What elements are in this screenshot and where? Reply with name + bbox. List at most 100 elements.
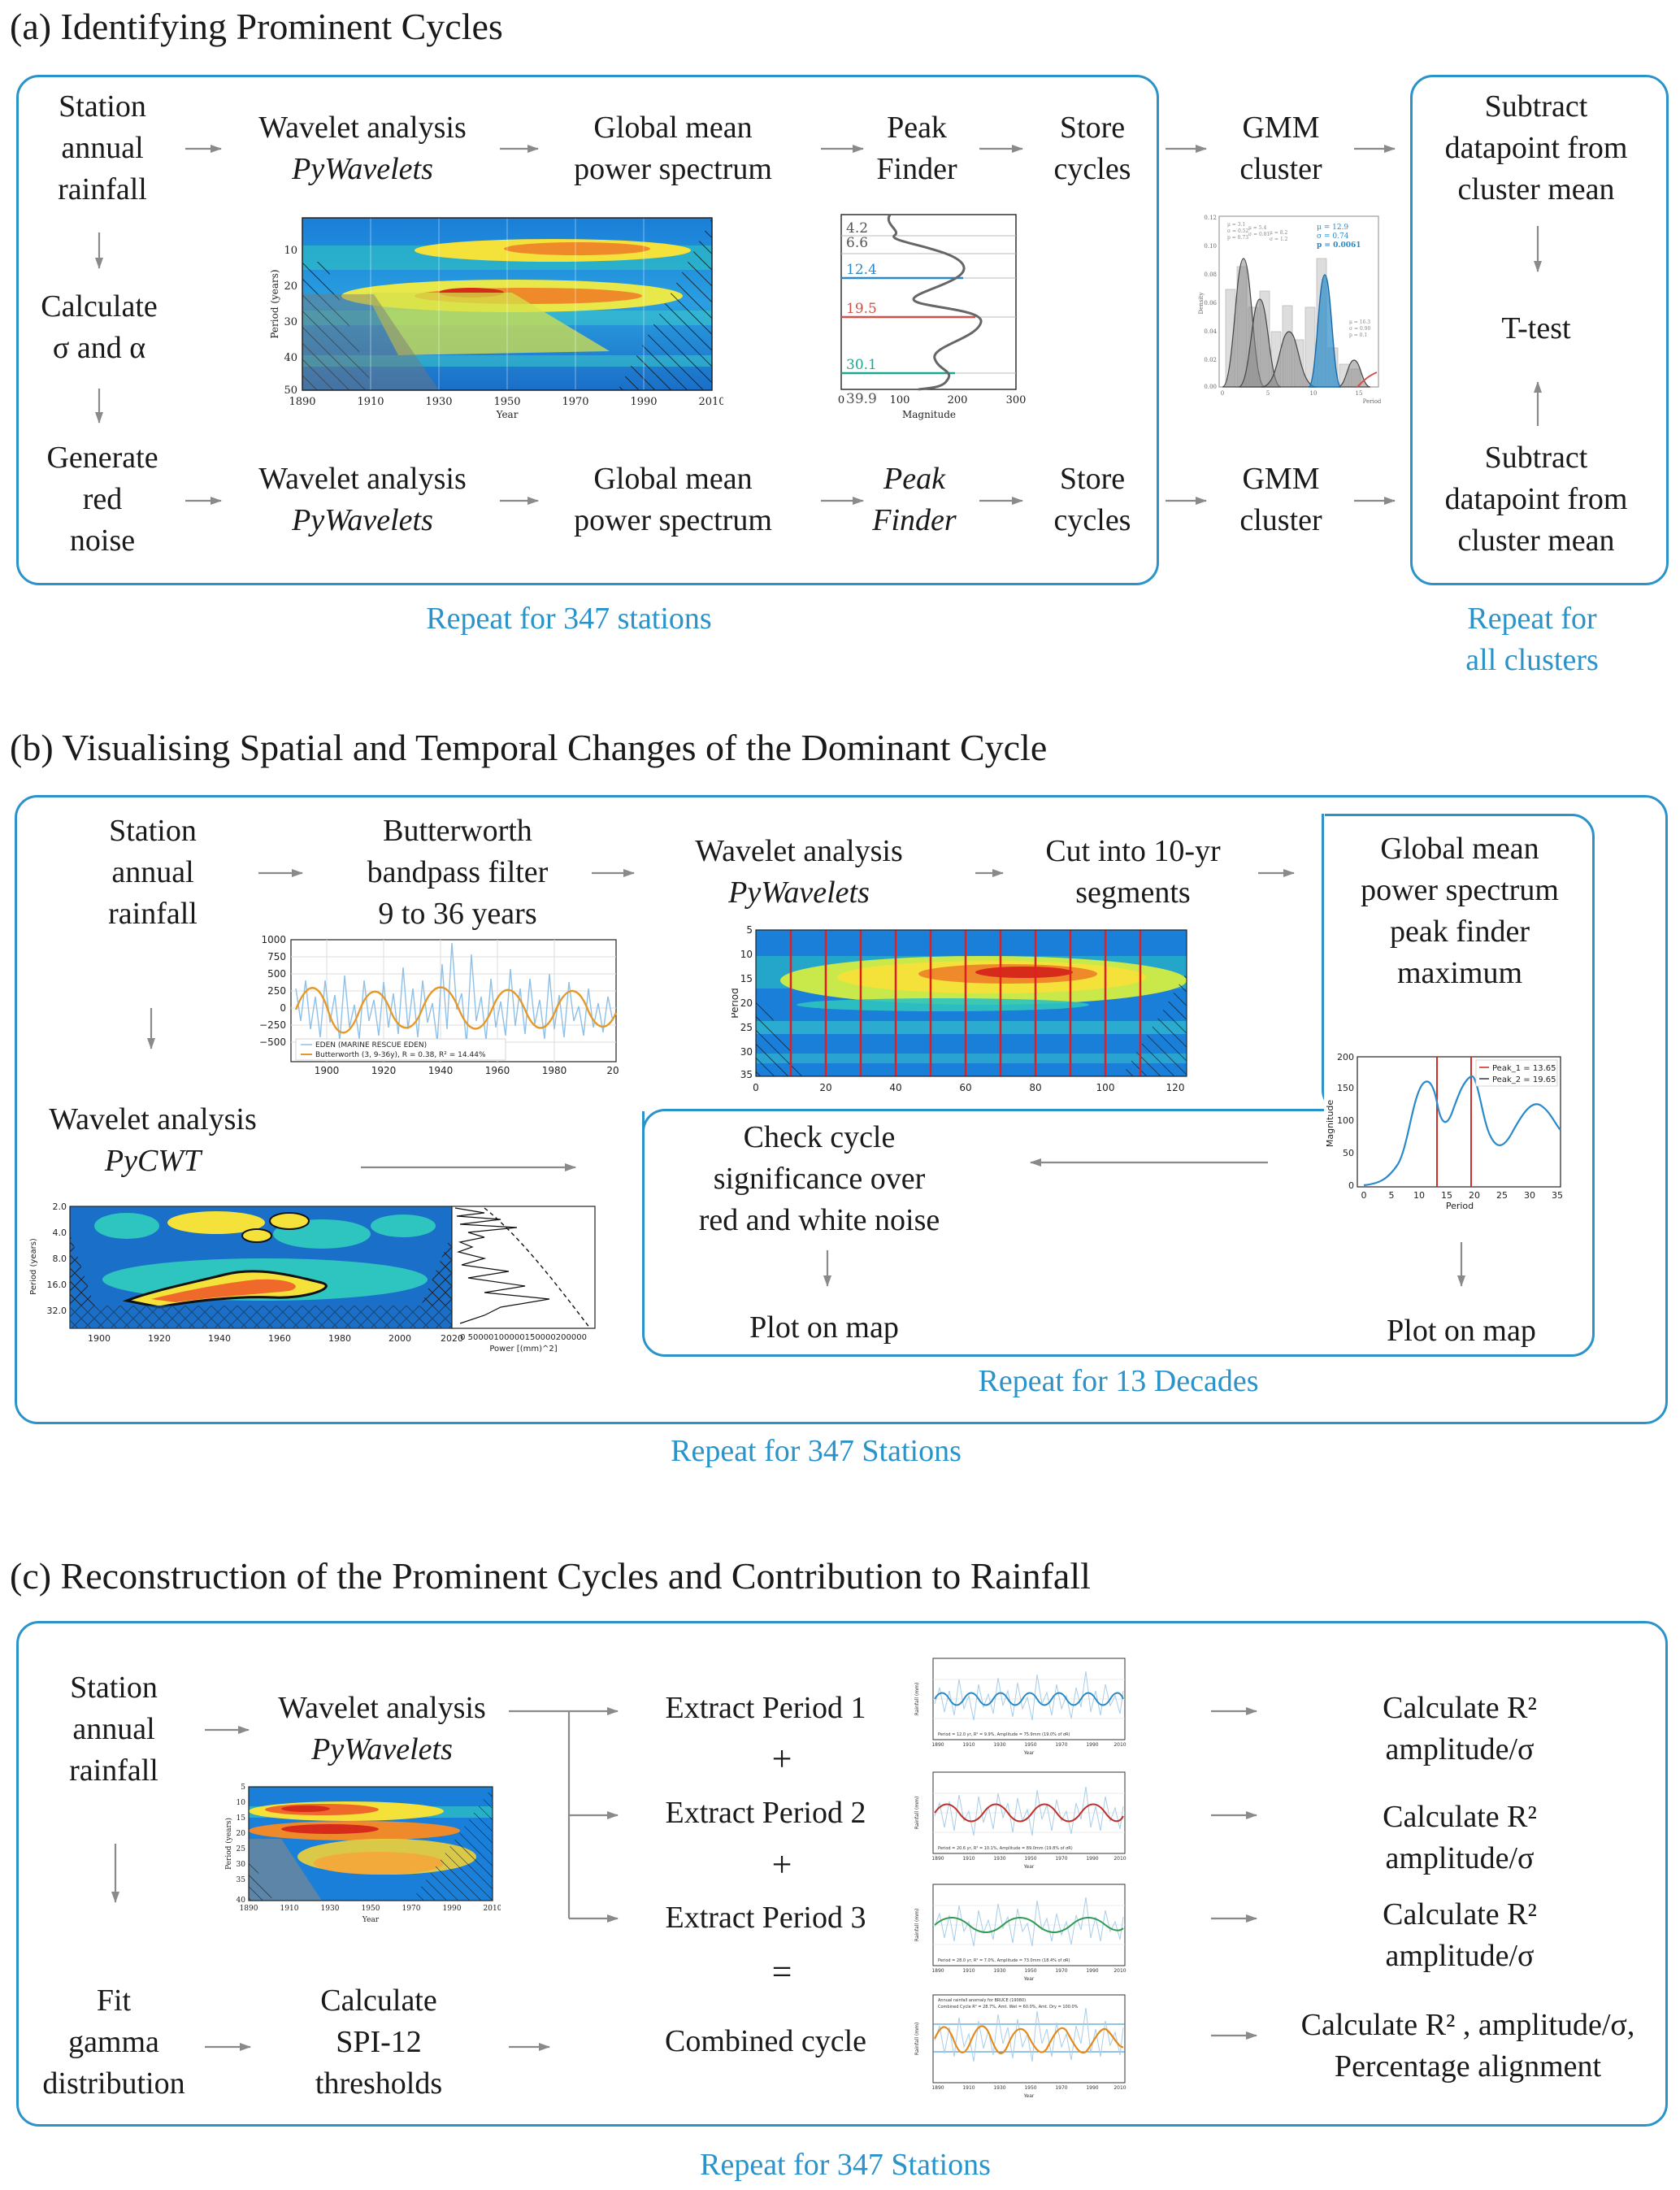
- b-butter-ytick: 250: [267, 985, 286, 997]
- a-gmm-xtick: 10: [1310, 390, 1318, 397]
- a-gmm-xlabel: Period: [1363, 398, 1382, 405]
- b-butter-xtick: 1960: [485, 1065, 510, 1076]
- c-wave-ytick: 10: [237, 1799, 246, 1807]
- a-wavelet-xlabel: Year: [496, 409, 519, 420]
- c-combined-cycle: Combined cycle: [665, 2024, 866, 2058]
- c-wave-ylabel: Period (years): [224, 1818, 233, 1870]
- b-peak-xtick: 30: [1524, 1190, 1535, 1201]
- c-mini-xtick: 1930: [993, 2085, 1005, 2091]
- b-peak-xtick: 35: [1552, 1190, 1563, 1201]
- c-mini-xtick: 1950: [1024, 2085, 1036, 2091]
- b-cwt-ytick: 4.0: [53, 1228, 67, 1238]
- b-cwt-plot: 2.0 4.0 8.0 16.0 32.0 Period (years) 190…: [29, 1201, 596, 1354]
- b-seg-xtick: 0: [753, 1082, 759, 1093]
- b-seg-ytick: 5: [746, 924, 753, 936]
- c-mini-plot-2: Period = 20.6 yr, R² = 10.1%, Amplitude …: [914, 1771, 1127, 1870]
- a-gmm-ylabel: Density: [1198, 293, 1205, 315]
- a-gmm-ytick: 0.10: [1204, 243, 1217, 250]
- a-peak-label: 4.2: [846, 220, 868, 237]
- a-gmm-xtick: 15: [1356, 390, 1363, 397]
- b-cwt-xtick: 1960: [268, 1333, 291, 1344]
- a-gmm-highlight: p = 0.0061: [1317, 241, 1361, 250]
- a-peak-plot: 4.2 6.6 12.4 19.5 30.1 39.9 0 100 200 30…: [838, 214, 1026, 420]
- a-gmm-small: μ = 5.4: [1248, 225, 1266, 231]
- b-butter-ytick: 0: [280, 1002, 286, 1014]
- b-seg-xtick: 60: [959, 1082, 971, 1093]
- a-wavelet-xtick: 1990: [630, 396, 657, 408]
- a-gmm-small: σ = 1.2: [1270, 237, 1288, 242]
- c-mini-caption: Period = 28.0 yr, R² = 7.0%, Amplitude =…: [938, 1958, 1070, 1963]
- b-peak-xtick: 15: [1441, 1190, 1452, 1201]
- b-seg-xtick: 80: [1029, 1082, 1041, 1093]
- a-peak-xtick: 200: [948, 394, 968, 406]
- a-gmm-xtick: 0: [1221, 390, 1224, 397]
- c-mini-plot-1: Period = 12.0 yr, R² = 9.9%, Amplitude =…: [914, 1658, 1127, 1756]
- a-gmm-small: μ = 3.1: [1227, 222, 1245, 228]
- c-calc-4: Calculate R² , amplitude/σ,Percentage al…: [1300, 2008, 1635, 2084]
- a-wavelet-plot: 10 20 30 40 50 1890 1910 1930 1950 1970 …: [269, 217, 723, 420]
- b-peak-xlabel: Period: [1446, 1201, 1474, 1211]
- c-mini-xtick: 1970: [1055, 1968, 1067, 1974]
- a-gmm-small: σ = 0.52: [1227, 228, 1248, 234]
- b-cwt-ytick: 2.0: [53, 1201, 67, 1212]
- c-mini-xtick: 1910: [962, 1968, 975, 1974]
- b-peak-ytick: 200: [1337, 1052, 1354, 1062]
- c-mini-xtick: 1990: [1086, 2085, 1098, 2091]
- a-wavelet-xtick: 1910: [357, 396, 384, 408]
- c-equals: =: [771, 1952, 792, 1992]
- b-cwt-xtick: 1900: [88, 1333, 111, 1344]
- a-peak-xtick: 0: [838, 394, 844, 406]
- b-seg-ytick: 25: [740, 1022, 753, 1033]
- b-butter-ytick: 500: [267, 968, 286, 980]
- c-mini-ylabel: Rainfall (mm): [914, 2023, 920, 2056]
- c-wave-ytick: 5: [241, 1784, 245, 1792]
- c-mini-caption: Period = 20.6 yr, R² = 10.1%, Amplitude …: [938, 1846, 1073, 1851]
- b-cwt-ytick: 32.0: [47, 1306, 67, 1316]
- a-gmm-xtick: 5: [1266, 390, 1270, 397]
- c-mini-xtick: 1950: [1024, 1742, 1036, 1748]
- b-peak-ytick: 150: [1337, 1083, 1354, 1093]
- c-wave-xtick: 1950: [362, 1905, 380, 1913]
- c-repeat-stations: Repeat for 347 Stations: [700, 2148, 991, 2182]
- b-seg-ylabel: Period: [731, 988, 740, 1018]
- b-cwt-ylabel: Period (years): [29, 1238, 38, 1295]
- a-wavelet-xtick: 1970: [562, 396, 588, 408]
- c-mini-xtick: 1950: [1024, 1968, 1036, 1974]
- a-gmm-small: σ = 0.90: [1349, 326, 1370, 332]
- b-plot-on-map-left: Plot on map: [749, 1310, 899, 1345]
- a-wavelet-ytick: 50: [284, 385, 297, 397]
- b-butter-xtick: 1980: [542, 1065, 567, 1076]
- a-wavelet-xtick: 1890: [289, 396, 315, 408]
- c-mini-plot-3: Period = 28.0 yr, R² = 7.0%, Amplitude =…: [914, 1884, 1127, 1982]
- a-wavelet-xtick: 1930: [425, 396, 452, 408]
- c-mini-ylabel: Rainfall (mm): [914, 1797, 920, 1830]
- b-cwt-power-ticks: 0 50000100000150000200000: [460, 1333, 587, 1342]
- c-extract-period-1: Extract Period 1: [665, 1691, 866, 1725]
- b-seg-ytick: 30: [740, 1046, 753, 1058]
- a-wavelet-ylabel: Period (years): [269, 269, 280, 338]
- b-cwt-xtick: 1920: [148, 1333, 171, 1344]
- a-gmm-ytick: 0.06: [1204, 300, 1217, 306]
- c-extract-period-2: Extract Period 2: [665, 1796, 866, 1830]
- a-t-test: T-test: [1501, 311, 1571, 345]
- c-mini-xtick: 1930: [993, 1742, 1005, 1748]
- a-gmm-ytick: 0.04: [1204, 328, 1217, 335]
- c-mini-xtick: 2010: [1113, 2085, 1126, 2091]
- a-wavelet-ytick: 10: [284, 245, 297, 257]
- c-mini-xtick: 1970: [1055, 1856, 1067, 1862]
- a-peak-label: 30.1: [846, 357, 877, 373]
- b-butter-legend: Butterworth (3, 9-36y), R = 0.38, R² = 1…: [315, 1051, 486, 1059]
